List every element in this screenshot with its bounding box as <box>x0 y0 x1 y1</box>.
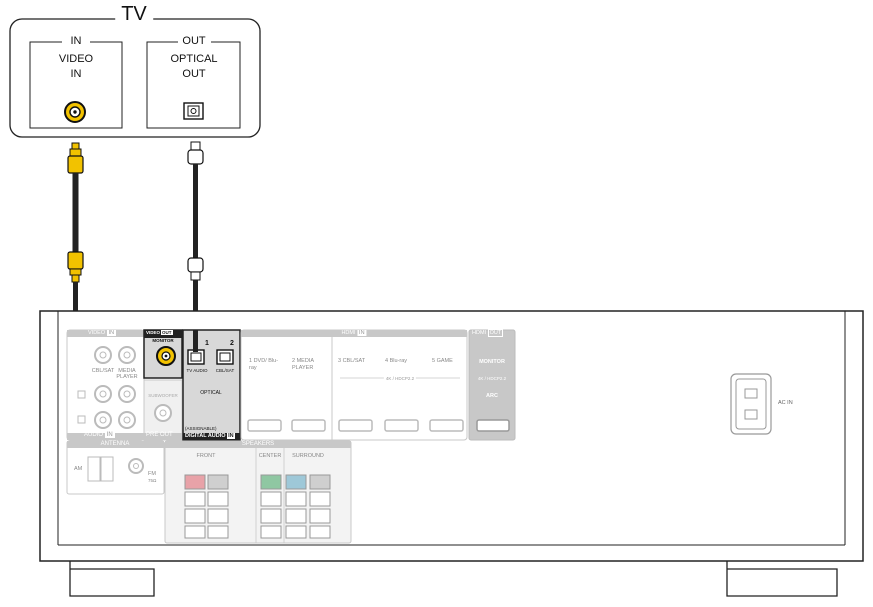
fm-ohm-label: 75Ω <box>148 478 157 483</box>
tv-title: TV <box>115 3 153 26</box>
hdmi-in-header: HDMI IN <box>341 330 367 336</box>
video-in-header: VIDEO IN <box>88 330 117 336</box>
hdmi-out-header: HDMI OUT <box>472 329 504 337</box>
tv-optical-out-label-2: OUT <box>182 68 206 80</box>
antenna-header: ANTENNA <box>100 441 130 447</box>
assignable-label: (ASSIGNABLE) <box>185 426 217 431</box>
digital-audio-badge: IN <box>227 433 235 439</box>
hdmi-5-label: 5 GAME <box>432 358 453 364</box>
hdmi-out-panel <box>468 329 516 441</box>
tv-video-in-label-1: VIDEO <box>58 53 94 65</box>
video-in-badge: IN <box>106 330 117 336</box>
media-player-label: MEDIA PLAYER <box>116 368 138 380</box>
digital-audio-in-header: DIGITAL AUDIO IN <box>185 433 235 439</box>
antenna-panel <box>66 440 165 495</box>
digital-audio-text: DIGITAL AUDIO <box>185 433 226 439</box>
optical-1-label: 1 <box>205 340 209 347</box>
monitor-label: MONITOR <box>152 338 174 343</box>
pre-out-label: PRE OUT <box>146 432 173 438</box>
front-label: FRONT <box>196 453 216 459</box>
hdmi-out-badge: OUT <box>487 329 504 337</box>
video-out-header-text: VIDEO <box>146 330 161 335</box>
hdmi-in-header-text: HDMI <box>341 330 356 336</box>
tv-video-in-jack <box>64 101 86 123</box>
hdmi-out-hdcp-label: 4K / HDCP2.2 <box>477 376 507 381</box>
hdmi-monitor-label: MONITOR <box>479 359 505 365</box>
fm-label: FM <box>148 471 156 477</box>
am-label: AM <box>74 466 83 472</box>
tv-in-group-label: IN <box>70 35 82 47</box>
hdmi-4-label: 4 Blu-ray <box>385 358 408 364</box>
speakers-header: SPEAKERS <box>241 441 275 447</box>
cbl-sat-label: CBL/SAT <box>91 368 115 374</box>
optical-cbl-sat-label: CBL/SAT <box>215 368 235 373</box>
video-out-badge: OUT <box>161 330 173 335</box>
hdcp-label: 4K / HDCP2.2 <box>383 376 417 381</box>
hdmi-1-label: 1 DVD/ Blu-ray <box>249 358 279 371</box>
subwoofer-label: SUBWOOFER <box>148 393 178 398</box>
tv-box <box>9 18 261 138</box>
video-in-header-text: VIDEO <box>88 330 106 336</box>
arc-label: ARC <box>486 393 498 399</box>
ac-in-label: AC IN <box>778 400 793 406</box>
optical-label: OPTICAL <box>200 390 222 396</box>
tv-video-in-label-2: IN <box>70 68 82 80</box>
tv-audio-label: TV AUDIO <box>186 368 208 373</box>
digital-audio-panel <box>182 329 241 442</box>
hdmi-3-label: 3 CBL/SAT <box>338 358 366 364</box>
tv-out-group-label: OUT <box>182 35 206 47</box>
video-audio-panel <box>66 329 145 441</box>
surround-label: SURROUND <box>292 453 324 459</box>
tv-in-group-frame <box>29 41 123 129</box>
tv-optical-out-label-1: OPTICAL <box>170 53 218 65</box>
hdmi-out-header-text: HDMI <box>472 330 487 336</box>
hdmi-in-badge: IN <box>357 330 367 336</box>
optical-2-label: 2 <box>230 340 234 347</box>
hdmi-in-panel <box>240 329 468 441</box>
speakers-panel <box>164 440 352 544</box>
hdmi-2-label: 2 MEDIA PLAYER <box>292 358 314 371</box>
tv-optical-out-jack <box>183 102 204 120</box>
pre-out-panel <box>143 379 183 441</box>
audio-in-header: AUDIO IN <box>84 432 115 438</box>
tv-out-group-frame <box>146 41 241 129</box>
audio-in-badge: IN <box>104 432 115 438</box>
audio-in-text: AUDIO <box>84 432 104 438</box>
ac-inlet <box>730 373 772 435</box>
center-label: CENTER <box>258 453 282 459</box>
